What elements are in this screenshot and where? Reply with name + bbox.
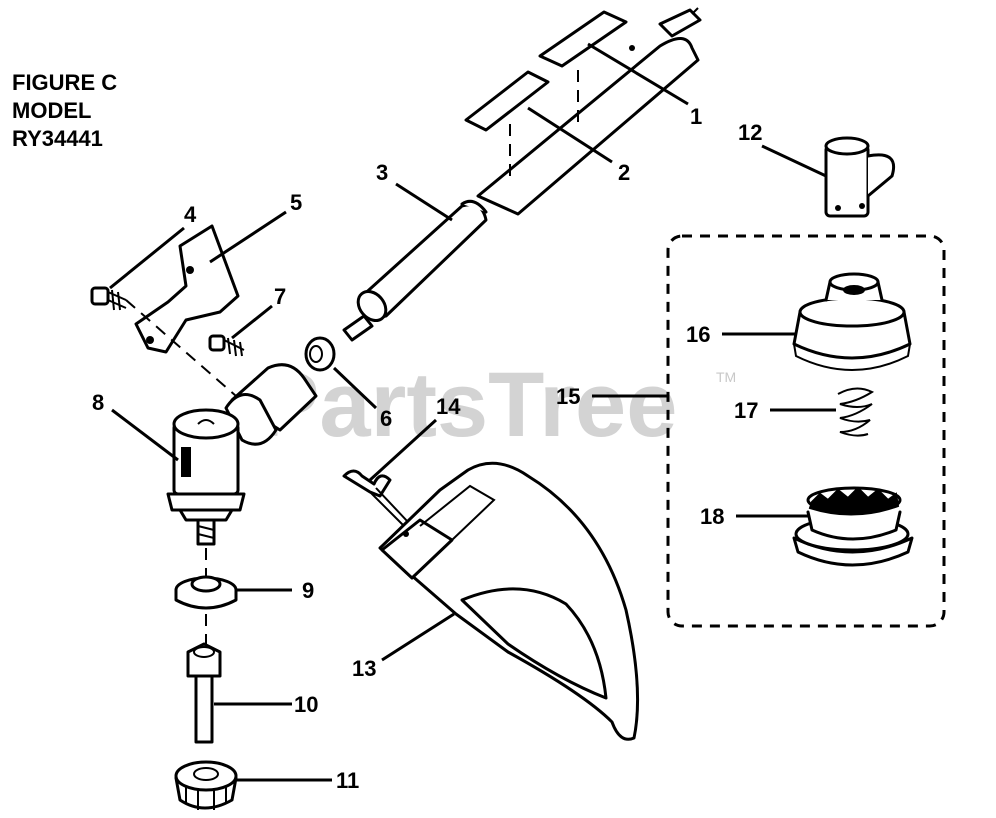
- model-label: MODEL: [12, 98, 92, 123]
- leader-lines: [109, 42, 836, 782]
- callout-15: 15: [556, 384, 580, 409]
- callout-14: 14: [436, 394, 461, 419]
- part-spool-cover: [792, 272, 912, 371]
- part-screw-7: [208, 334, 245, 357]
- figure-title: FIGURE C: [12, 70, 118, 95]
- part-bushing: [304, 336, 336, 372]
- callout-2: 2: [618, 160, 630, 185]
- callout-9: 9: [302, 578, 314, 603]
- part-nut: [174, 760, 238, 810]
- callout-11: 11: [336, 768, 359, 793]
- part-gear-head: [166, 363, 318, 576]
- callout-17: 17: [734, 398, 758, 423]
- part-spool: [792, 486, 914, 567]
- watermark: PartsTree: [258, 354, 677, 456]
- callout-4: 4: [184, 202, 197, 227]
- callout-1: 1: [690, 104, 702, 129]
- callout-12: 12: [738, 120, 762, 145]
- part-spring: [837, 387, 875, 437]
- callout-6: 6: [380, 406, 392, 431]
- kit-group-box: [666, 234, 946, 628]
- model-number: RY34441: [12, 126, 103, 151]
- part-lower-shaft: [342, 199, 488, 342]
- callout-16: 16: [686, 322, 710, 347]
- decal-upper: [538, 10, 628, 68]
- part-screw-4: [90, 286, 237, 397]
- part-wing-bolt: [342, 469, 409, 527]
- watermark-trademark: TM: [716, 369, 736, 385]
- part-bracket: [134, 224, 240, 354]
- part-guard: [378, 461, 640, 741]
- part-upper-shaft: [464, 7, 702, 216]
- decal-lower: [464, 70, 550, 132]
- callout-7: 7: [274, 284, 286, 309]
- callout-5: 5: [290, 190, 302, 215]
- part-tool: [824, 136, 895, 218]
- part-washer: [174, 575, 238, 644]
- callout-18: 18: [700, 504, 724, 529]
- callout-10: 10: [294, 692, 318, 717]
- callout-13: 13: [352, 656, 376, 681]
- callout-3: 3: [376, 160, 388, 185]
- part-bolt: [186, 642, 222, 744]
- callout-8: 8: [92, 390, 104, 415]
